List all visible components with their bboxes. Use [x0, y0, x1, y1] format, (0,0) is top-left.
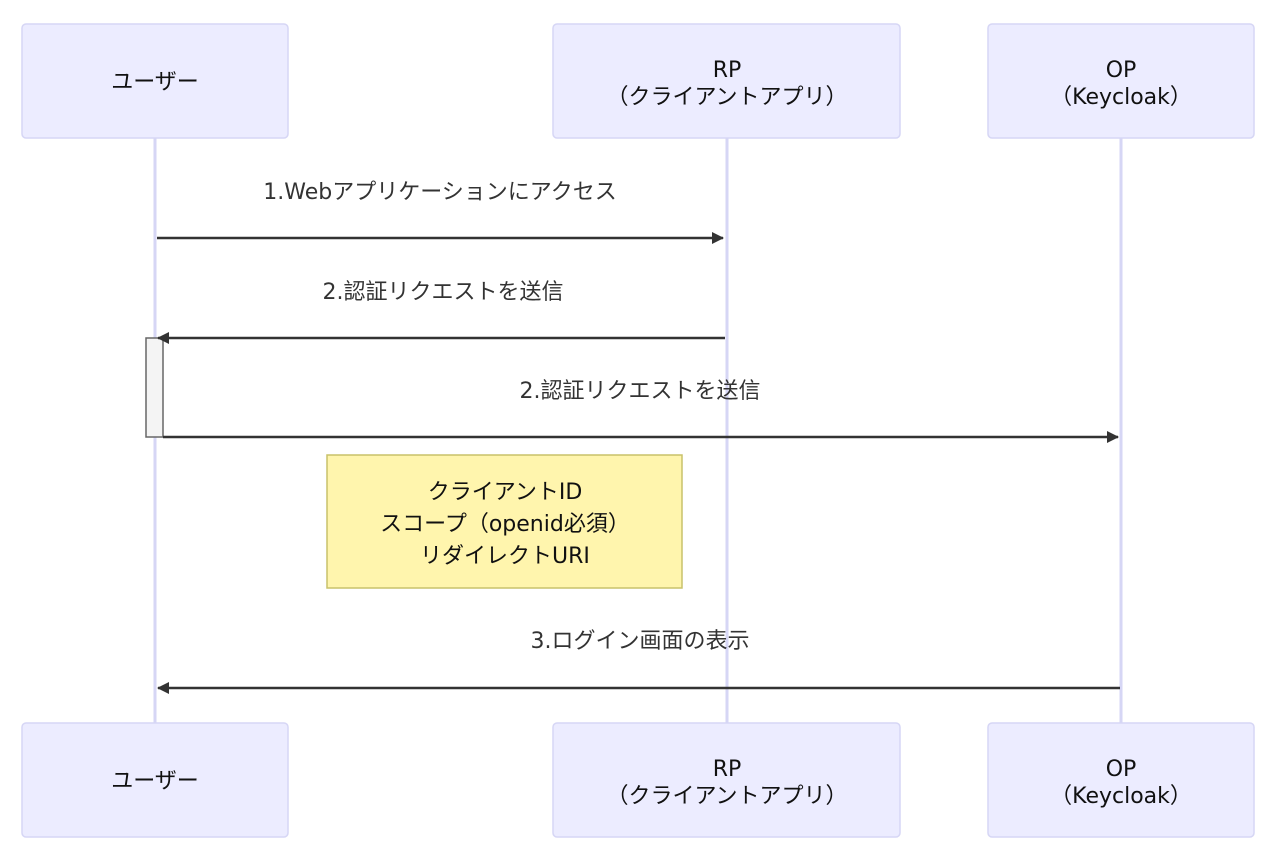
message-label: 2.認証リクエストを送信	[520, 379, 761, 404]
actor-label: OP	[1106, 757, 1137, 782]
actor-label: RP	[713, 757, 742, 782]
actor-label: OP	[1106, 58, 1137, 83]
actor-rp-top: RP （クライアントアプリ）	[552, 23, 901, 139]
note-line: スコープ（openid必須）	[380, 512, 630, 537]
actor-sublabel: （Keycloak）	[1050, 784, 1192, 809]
actor-label: RP	[713, 58, 742, 83]
activation-box	[145, 337, 164, 438]
actor-sublabel: （クライアントアプリ）	[606, 784, 847, 809]
message-2: 2.認証リクエストを送信	[157, 280, 725, 344]
note-line: リダイレクトURI	[420, 544, 590, 569]
actor-label: ユーザー	[111, 769, 199, 794]
actor-sublabel: （Keycloak）	[1050, 85, 1192, 110]
actor-label: ユーザー	[111, 70, 199, 95]
note: クライアントID スコープ（openid必須） リダイレクトURI	[326, 454, 683, 589]
actor-rp-bottom: RP （クライアントアプリ）	[552, 722, 901, 838]
actor-sublabel: （クライアントアプリ）	[606, 85, 847, 110]
message-label: 3.ログイン画面の表示	[531, 629, 750, 654]
actor-op-bottom: OP （Keycloak）	[987, 722, 1255, 838]
message-1: 1.Webアプリケーションにアクセス	[157, 180, 724, 244]
message-label: 1.Webアプリケーションにアクセス	[263, 180, 616, 205]
message-3: 2.認証リクエストを送信	[163, 379, 1119, 443]
message-4: 3.ログイン画面の表示	[157, 629, 1120, 694]
actor-user-bottom: ユーザー	[21, 722, 289, 838]
actor-op-top: OP （Keycloak）	[987, 23, 1255, 139]
note-line: クライアントID	[428, 480, 583, 505]
message-label: 2.認証リクエストを送信	[323, 280, 564, 305]
actor-user-top: ユーザー	[21, 23, 289, 139]
